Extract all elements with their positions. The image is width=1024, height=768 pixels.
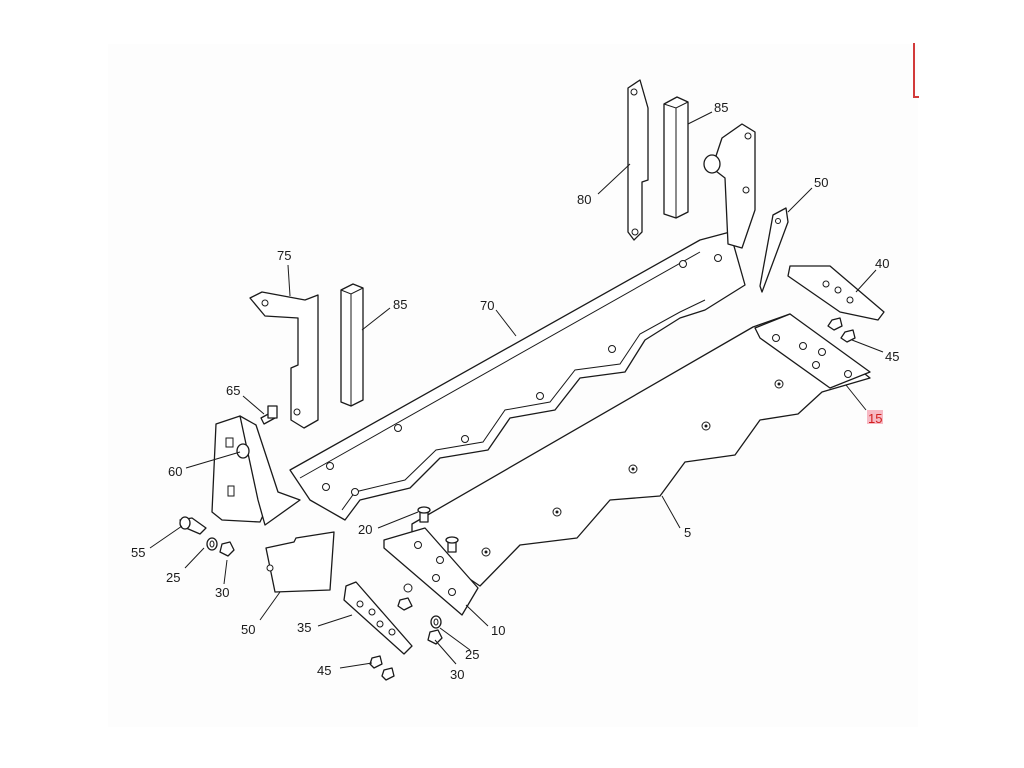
part-55-bolt[interactable] (179, 516, 207, 535)
callout-85-right[interactable]: 85 (714, 100, 728, 115)
part-15-end-plate[interactable] (754, 313, 871, 389)
highlight-marker-foot (913, 96, 919, 98)
callout-45-lower[interactable]: 45 (317, 663, 331, 678)
part-nuts-center[interactable] (397, 583, 413, 611)
callout-45-upper[interactable]: 45 (885, 349, 899, 364)
callout-10[interactable]: 10 (491, 623, 505, 638)
callout-25-left[interactable]: 25 (166, 570, 180, 585)
part-45-lower-nuts[interactable] (369, 655, 395, 681)
part-65-bolt[interactable] (260, 405, 278, 425)
part-30-left-nut[interactable] (219, 541, 235, 557)
callout-85-left[interactable]: 85 (393, 297, 407, 312)
callout-65[interactable]: 65 (226, 383, 240, 398)
callout-15[interactable]: 15 (868, 411, 882, 426)
part-75-bracket[interactable] (249, 291, 319, 429)
callout-5[interactable]: 5 (684, 525, 691, 540)
callout-75[interactable]: 75 (277, 248, 291, 263)
part-20-bolt[interactable] (417, 506, 431, 523)
callout-55[interactable]: 55 (131, 545, 145, 560)
callout-35[interactable]: 35 (297, 620, 311, 635)
part-20-bolt-2[interactable] (445, 536, 459, 553)
highlight-marker-line (913, 43, 915, 97)
callout-70[interactable]: 70 (480, 298, 494, 313)
callout-80[interactable]: 80 (577, 192, 591, 207)
part-85-right-bar[interactable] (663, 96, 689, 219)
part-70-upper-plate[interactable] (289, 231, 746, 521)
callout-40[interactable]: 40 (875, 256, 889, 271)
callout-50-lower[interactable]: 50 (241, 622, 255, 637)
callout-labels: 5 10 15 20 25 25 30 30 35 40 45 45 50 50… (131, 100, 899, 682)
part-25-lower-washer[interactable] (430, 615, 442, 629)
part-80-upright-bracket[interactable] (627, 79, 649, 241)
part-60-left-bracket[interactable] (211, 415, 301, 526)
part-25-left-washer[interactable] (206, 537, 218, 551)
callout-50-upper[interactable]: 50 (814, 175, 828, 190)
callout-20[interactable]: 20 (358, 522, 372, 537)
part-85-left-bar[interactable] (340, 283, 364, 407)
callout-30-lower[interactable]: 30 (450, 667, 464, 682)
part-35-strap-plate[interactable] (343, 581, 413, 655)
callout-60[interactable]: 60 (168, 464, 182, 479)
callout-30-left[interactable]: 30 (215, 585, 229, 600)
part-50-upper-wedge[interactable] (759, 207, 789, 293)
leader-lines (149, 111, 884, 669)
right-end-bracket[interactable] (703, 123, 756, 249)
part-50-lower-plate[interactable] (265, 531, 335, 593)
callout-15-highlight (867, 410, 883, 424)
part-40-angled-plate[interactable] (787, 265, 885, 321)
callout-25-lower[interactable]: 25 (465, 647, 479, 662)
part-30-lower-nut[interactable] (427, 629, 443, 645)
part-5-lower-plate[interactable] (411, 313, 871, 587)
part-10-mounting-plate[interactable] (383, 527, 479, 616)
part-45-upper-nuts[interactable] (827, 317, 856, 343)
